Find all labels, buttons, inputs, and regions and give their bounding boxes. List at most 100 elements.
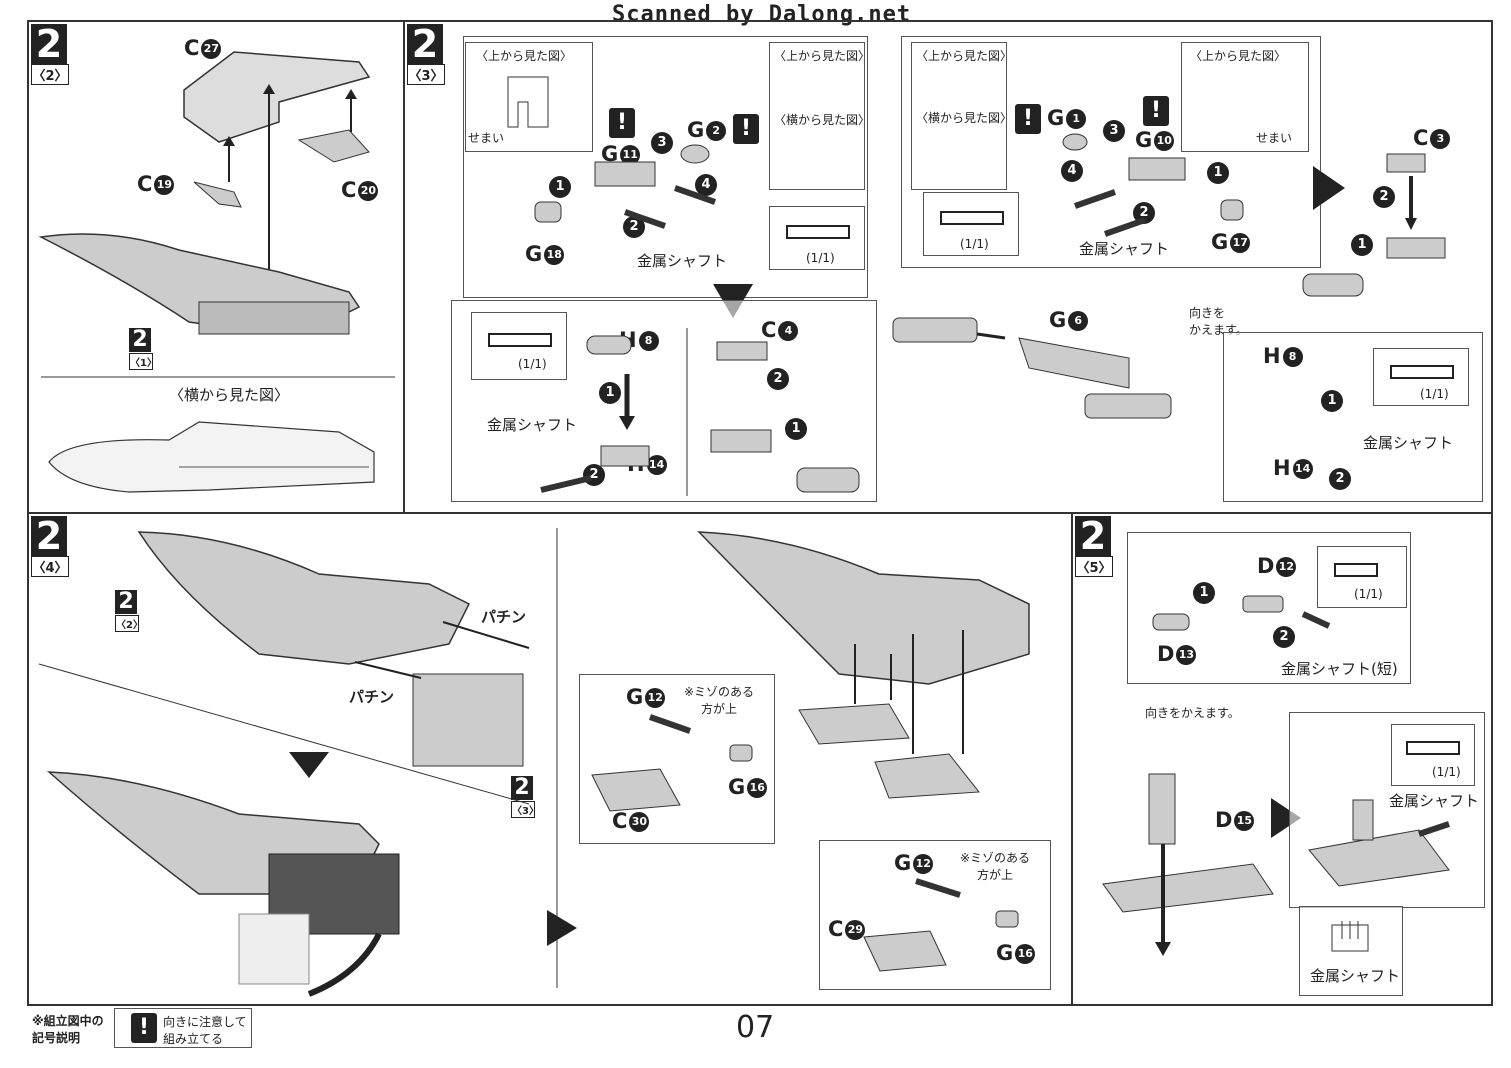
order-4: 4 [695, 174, 717, 196]
metal-shaft-label: 金属シャフト [1310, 967, 1401, 985]
ref-substep-2: 〈2〉 [115, 615, 143, 632]
step-number: 2 [1075, 516, 1111, 556]
order-3: 3 [1103, 120, 1125, 142]
d15-assembly-drawing [1102, 773, 1274, 956]
narrow-label: せまい [1256, 131, 1293, 145]
groove-note: ※ミゾのある 方が上 [960, 851, 1031, 882]
substep-label: 〈3〉 [407, 64, 445, 85]
metal-shaft-icon [1390, 365, 1454, 379]
metal-shaft-icon [488, 333, 552, 347]
order-3: 3 [651, 132, 673, 154]
page-number: 07 [736, 1010, 775, 1045]
step-number: 2 [407, 24, 443, 64]
legend-text: 向きに注意して 組み立てる [163, 1015, 247, 1046]
c3-assembly-drawing [1302, 153, 1446, 297]
top-view-title: 〈上から見た図〉 [476, 49, 573, 63]
caution-icon: ! [609, 108, 635, 138]
metal-shaft-short-label: 金属シャフト(短) [1281, 660, 1398, 678]
shaft-box-6: (1/1) [1391, 724, 1475, 786]
metal-shaft-label: 金属シャフト [637, 252, 728, 270]
top-view-title-2: 〈上から見た図〉 [774, 49, 871, 63]
shaft-count: (1/1) [1354, 587, 1383, 601]
shaft-count: (1/1) [1432, 765, 1461, 779]
side-view-label: 〈横から見た図〉 [169, 386, 290, 404]
shaft-count: (1/1) [960, 237, 989, 251]
narrow-label: せまい [468, 131, 505, 145]
ref-substep-1: 〈1〉 [129, 353, 157, 370]
metal-shaft-label: 金属シャフト [487, 416, 578, 434]
substep-label: 〈2〉 [31, 64, 69, 85]
top-view-title-4: 〈上から見た図〉 [1190, 49, 1287, 63]
order-2: 2 [1373, 186, 1395, 208]
shaft-count: (1/1) [806, 251, 835, 265]
top-view-box-1: 〈上から見た図〉 せまい [465, 42, 593, 152]
order-1: 1 [1351, 234, 1373, 256]
g6-assembly-drawing [892, 317, 1172, 419]
shaft-box-5: (1/1) [1317, 546, 1407, 608]
shaft-detail-box: 金属シャフト [1299, 906, 1403, 996]
right-subassembly-parts [1062, 133, 1244, 237]
shaft-box-3: (1/1) [923, 192, 1019, 256]
h8-h14-assembly-drawing [540, 328, 860, 496]
order-1: 1 [1321, 390, 1343, 412]
metal-shaft-icon [940, 211, 1004, 225]
substep-label: 〈5〉 [1075, 556, 1113, 577]
g12-g16-parts [591, 714, 753, 812]
order-2: 2 [1273, 626, 1295, 648]
ref-step-2-2: 2 [115, 590, 137, 614]
order-2: 2 [1133, 202, 1155, 224]
step-2-4-drawing [38, 528, 1030, 997]
caution-icon: ! [733, 114, 759, 144]
ref-step-2-1: 2 [129, 328, 151, 352]
groove-note: ※ミゾのある 方が上 [684, 685, 755, 716]
view-box-2: 〈上から見た図〉 〈横から見た図〉 [769, 42, 870, 190]
side-view-title-3: 〈横から見た図〉 [916, 111, 1013, 125]
step-number: 2 [31, 24, 67, 64]
caution-icon: ! [1143, 96, 1169, 126]
order-2: 2 [623, 216, 645, 238]
snap-label: パチン [349, 688, 395, 706]
caution-icon: ! [131, 1013, 157, 1043]
metal-shaft-icon [786, 225, 850, 239]
legend-title: ※組立図中の 記号説明 [32, 1014, 104, 1045]
side-view-title-2: 〈横から見た図〉 [774, 113, 871, 127]
top-view-title-3: 〈上から見た図〉 [916, 49, 1013, 63]
metal-shaft-label: 金属シャフト [1079, 240, 1170, 258]
legend-box: ! 向きに注意して 組み立てる [114, 1008, 252, 1048]
metal-shaft-icon [1334, 563, 1378, 577]
shaft-box: (1/1) [769, 206, 865, 270]
top-view-box-4: 〈上から見た図〉 せまい [1181, 42, 1309, 152]
shaft-count: (1/1) [1420, 387, 1449, 401]
left-subassembly-parts [534, 144, 716, 229]
step-number: 2 [31, 516, 67, 556]
metal-shaft-label: 金属シャフト [1363, 434, 1454, 452]
order-2: 2 [767, 368, 789, 390]
scan-watermark: Scanned by Dalong.net [612, 2, 912, 27]
snap-label: パチン [481, 608, 527, 626]
g12-g16-parts-2 [863, 878, 1019, 972]
view-box-3: 〈上から見た図〉 〈横から見た図〉 [911, 42, 1012, 190]
metal-shaft-icon [1406, 741, 1460, 755]
panel-step-2-3: 2 〈3〉 〈上から見た図〉 せまい 〈上から見た図〉 〈横から見た図〉 ! !… [403, 20, 1493, 514]
order-1: 1 [549, 176, 571, 198]
right-arrow-icon [1313, 166, 1345, 210]
